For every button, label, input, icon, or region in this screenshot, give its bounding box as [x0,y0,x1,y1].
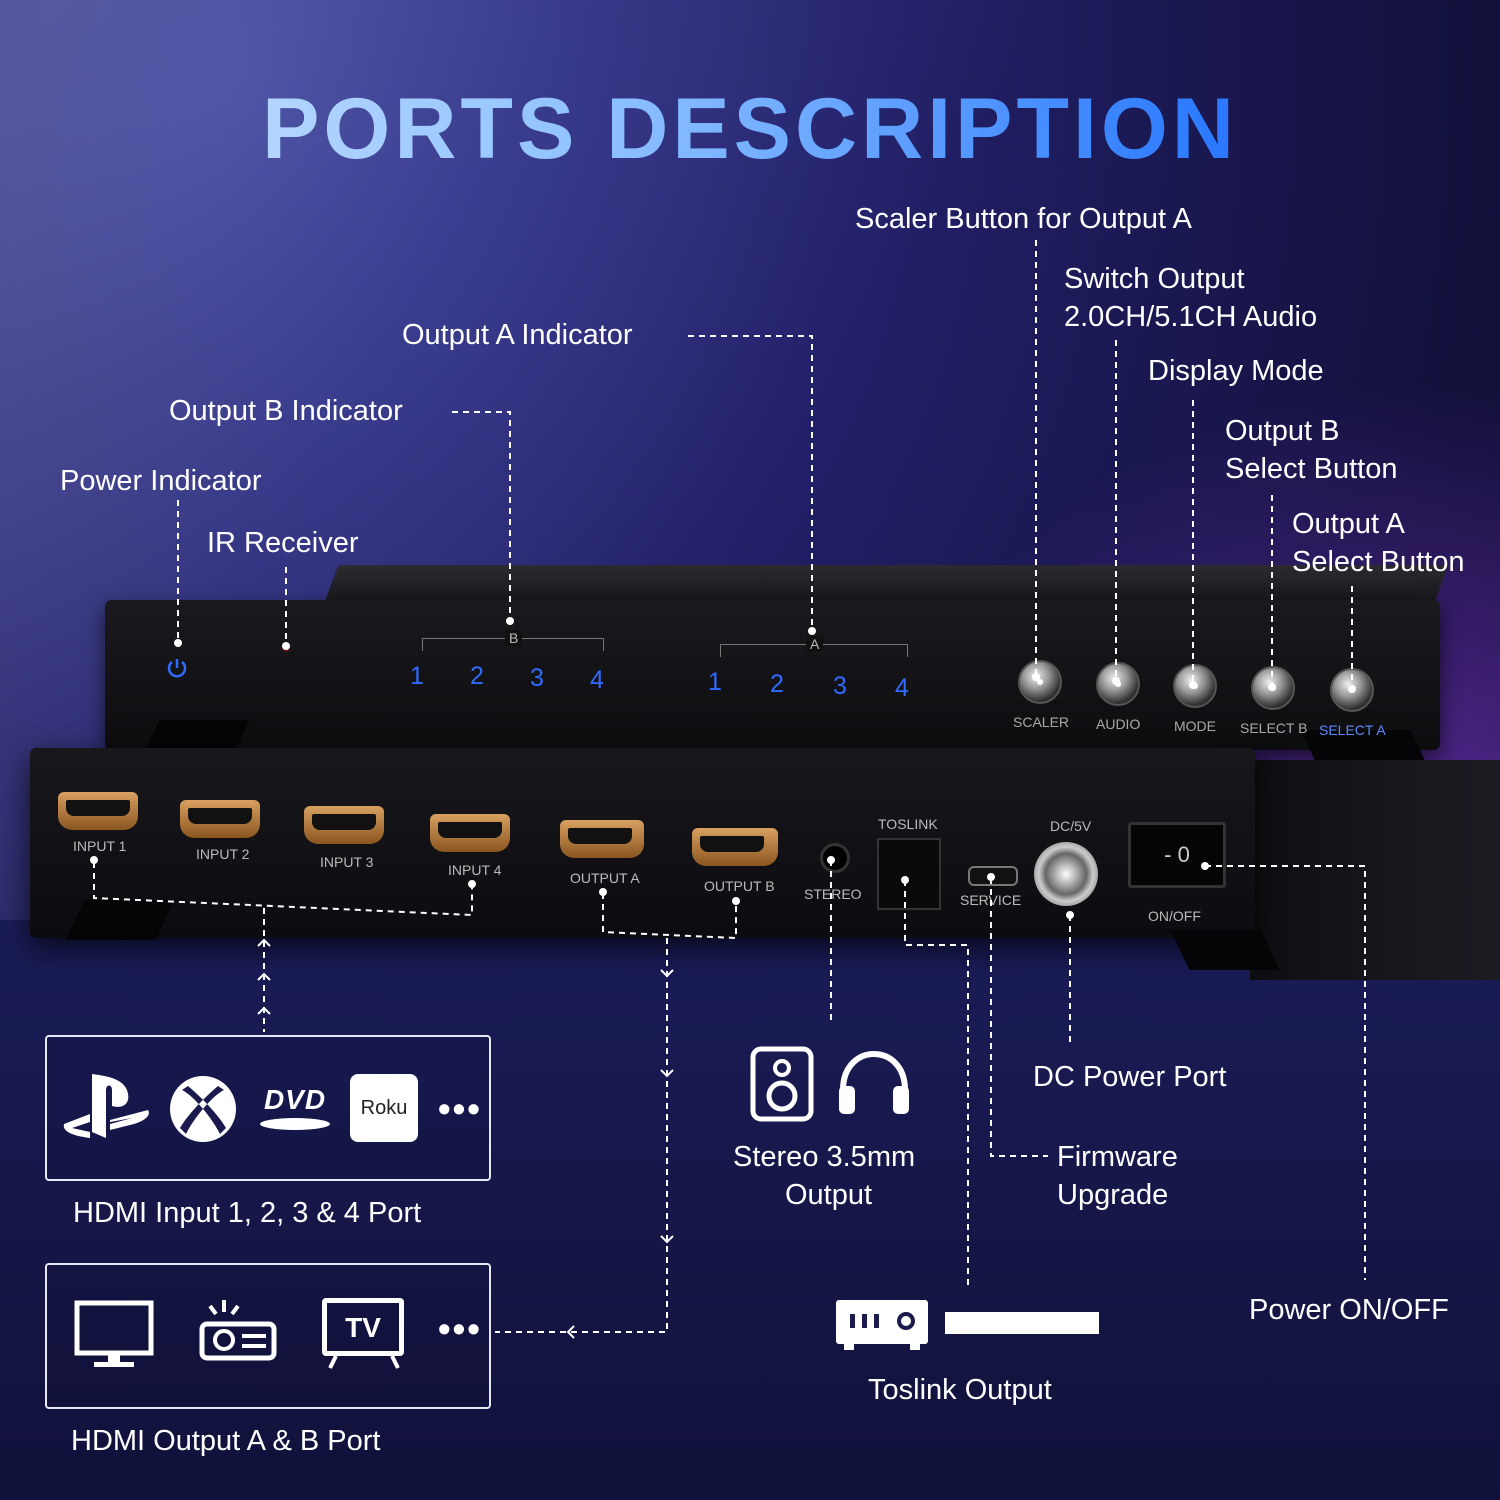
select-b-label: SELECT B [1240,720,1308,736]
output-b-select-callout-line1: Output B [1225,415,1340,447]
mode-label: MODE [1174,718,1216,734]
power-indicator-callout: Power Indicator [60,465,262,497]
floor-background [0,920,1500,1500]
output-devices-box [45,1263,491,1409]
tv-icon: TV [322,1298,412,1370]
dvd-text: DVD [263,1084,327,1115]
output-b-label: OUTPUT B [704,878,775,894]
power-onoff-callout: Power ON/OFF [1249,1294,1449,1326]
onoff-label: ON/OFF [1148,908,1201,924]
speaker-icon [750,1046,814,1127]
output-b-indicator-callout: Output B Indicator [169,395,403,427]
page-title: PORTS DESCRIPTION [0,80,1500,179]
input-1-label: INPUT 1 [73,838,127,854]
input-4-label: INPUT 4 [448,862,502,878]
power-switch[interactable]: - 0 [1128,822,1226,888]
dc-power-port[interactable] [1034,842,1098,906]
output-b-select-callout-line2: Select Button [1225,453,1398,485]
hdmi-input-4-port[interactable] [430,814,510,852]
scaler-callout: Scaler Button for Output A [855,203,1192,235]
a-indicator-4: 4 [895,674,909,702]
select-a-label: SELECT A [1319,722,1386,738]
output-a-indicator-callout: Output A Indicator [402,319,633,351]
output-a-select-callout-line2: Select Button [1292,546,1465,578]
roku-icon: Roku [350,1074,418,1142]
input-3-label: INPUT 3 [320,854,374,870]
display-mode-callout: Display Mode [1148,355,1324,387]
ir-receiver-callout: IR Receiver [207,527,359,559]
dc-label: DC/5V [1050,818,1092,834]
audio-callout-line1: Switch Output [1064,263,1245,295]
hdmi-output-a-port[interactable] [560,820,644,858]
output-a-select-callout-line1: Output A [1292,508,1405,540]
a-indicator-1: 1 [708,668,722,696]
av-receiver-icon [836,1298,928,1359]
group-a-label: A [806,636,824,652]
headphones-icon [835,1046,913,1123]
front-device [105,600,1440,750]
stereo-callout-line1: Stereo 3.5mm [733,1141,916,1173]
hdmi-input-2-port[interactable] [180,800,260,838]
more-inputs-icon: ••• [438,1088,482,1129]
tv-text: TV [322,1298,404,1356]
b-indicator-3: 3 [530,664,544,692]
dc-power-callout: DC Power Port [1033,1061,1227,1093]
hdmi-input-caption: HDMI Input 1, 2, 3 & 4 Port [73,1197,422,1229]
power-indicator-icon [165,656,189,680]
a-indicator-3: 3 [833,672,847,700]
xbox-icon [168,1074,238,1149]
hdmi-input-1-port[interactable] [58,792,138,830]
stereo-label: STEREO [804,886,862,902]
audio-label: AUDIO [1096,716,1141,732]
b-indicator-1: 1 [410,662,424,690]
monitor-icon [74,1300,154,1375]
input-2-label: INPUT 2 [196,846,250,862]
scaler-label: SCALER [1013,714,1070,730]
scaler-button[interactable] [1018,660,1062,704]
b-indicator-4: 4 [590,666,604,694]
projector-icon [198,1296,278,1371]
playstation-icon [62,1070,150,1147]
group-b-label: B [505,630,523,646]
stereo-callout-line2: Output [785,1179,873,1211]
dvd-icon: DVD [255,1084,335,1134]
toslink-port[interactable] [877,838,941,910]
rear-device-side [1250,760,1500,980]
b-indicator-2: 2 [470,662,484,690]
firmware-callout-line2: Upgrade [1057,1179,1169,1211]
a-indicator-2: 2 [770,670,784,698]
firmware-callout-line1: Firmware [1057,1141,1178,1173]
output-a-label: OUTPUT A [570,870,640,886]
hdmi-input-3-port[interactable] [304,806,384,844]
soundbar-icon [945,1312,1099,1334]
toslink-callout: Toslink Output [868,1374,1052,1406]
hdmi-output-b-port[interactable] [692,828,778,866]
more-outputs-icon: ••• [438,1308,482,1349]
hdmi-output-caption: HDMI Output A & B Port [71,1425,381,1457]
stereo-jack[interactable] [820,843,850,873]
toslink-label: TOSLINK [878,816,938,832]
audio-callout-line2: 2.0CH/5.1CH Audio [1064,301,1318,333]
